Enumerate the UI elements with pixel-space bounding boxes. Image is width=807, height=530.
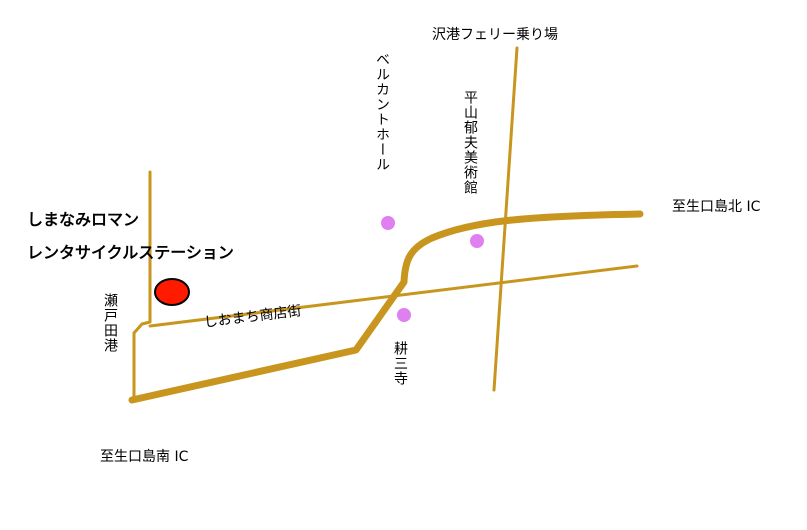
poi-belcanto-hall xyxy=(381,216,395,230)
label-ic-north: 至生口島北 IC xyxy=(672,199,761,215)
label-belcanto-hall: ベルカントホール xyxy=(374,52,390,172)
label-hirayama-museum: 平山郁夫美術館 xyxy=(462,90,478,195)
label-ferry-terminal: 沢港フェリー乗り場 xyxy=(432,27,558,43)
rental-cycle-station-marker[interactable] xyxy=(154,278,190,306)
label-station-line2: レンタサイクルステーション xyxy=(27,243,234,262)
label-setoda-port: 瀬戸田港 xyxy=(102,293,118,353)
label-station-line1: しまなみロマン xyxy=(27,210,140,229)
road-main-ic xyxy=(128,210,644,404)
road-setoda-vertical xyxy=(132,170,152,402)
label-kousanji: 耕三寺 xyxy=(392,341,408,386)
label-ic-south: 至生口島南 IC xyxy=(100,449,189,465)
poi-hirayama-museum xyxy=(470,234,484,248)
poi-kousanji xyxy=(397,308,411,322)
